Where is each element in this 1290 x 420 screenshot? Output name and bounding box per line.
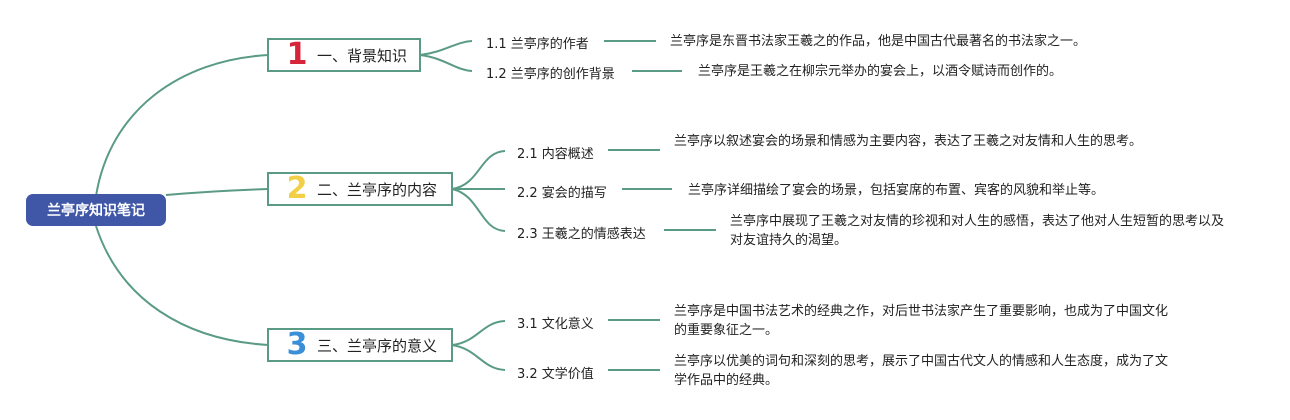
connector-b2-i3 [451,188,506,232]
connector-b2-i1 [451,150,506,190]
root-topic[interactable]: 兰亭序知识笔记 [26,194,166,226]
note-2-1: 兰亭序以叙述宴会的场景和情感为主要内容，表达了王羲之对友情和人生的思考。 [674,134,1143,149]
branch-number-badge: 1 [286,37,308,72]
note-1-2: 兰亭序是王羲之在柳宗元举办的宴会上，以酒令赋诗而创作的。 [698,64,1063,79]
connector-b3-i2 [451,344,506,371]
note-3-2: 兰亭序以优美的词句和深刻的思考，展示了中国古代文人的情感和人生态度，成为了文学作… [674,354,1169,388]
connector-root-branch2 [165,188,269,196]
subtopic-3-2[interactable]: 3.2 文学价值 [517,367,594,382]
branch-label: 一、背景知识 [317,46,408,65]
subtopic-1-1[interactable]: 1.1 兰亭序的作者 [486,37,589,52]
branch-label: 三、兰亭序的意义 [317,336,438,355]
branch-number-badge: 2 [286,171,308,206]
connector-root-branch3 [95,225,269,346]
note-2-2: 兰亭序详细描绘了宴会的场景，包括宴席的布置、宾客的风貌和举止等。 [688,183,1105,198]
note-2-3: 兰亭序中展现了王羲之对友情的珍视和对人生的感悟，表达了他对人生短暂的思考以及对友… [730,214,1225,248]
branch-background[interactable]: 1 一、背景知识 [267,38,421,72]
subtopic-2-3[interactable]: 2.3 王羲之的情感表达 [517,227,646,242]
branch-content[interactable]: 2 二、兰亭序的内容 [267,172,453,206]
connector-b1-i2 [419,54,473,72]
branch-significance[interactable]: 3 三、兰亭序的意义 [267,328,453,362]
connector-b1-i1 [419,40,473,56]
connector-root-branch1 [95,54,269,197]
note-3-1: 兰亭序是中国书法艺术的经典之作，对后世书法家产生了重要影响，也成为了中国文化的重… [674,304,1169,338]
connector-b3-i1 [451,320,506,346]
subtopic-2-2[interactable]: 2.2 宴会的描写 [517,186,607,201]
subtopic-2-1[interactable]: 2.1 内容概述 [517,147,594,162]
branch-label: 二、兰亭序的内容 [317,180,438,199]
branch-number-badge: 3 [286,327,308,362]
subtopic-1-2[interactable]: 1.2 兰亭序的创作背景 [486,67,615,82]
note-1-1: 兰亭序是东晋书法家王羲之的作品，他是中国古代最著名的书法家之一。 [670,34,1087,49]
subtopic-3-1[interactable]: 3.1 文化意义 [517,317,594,332]
